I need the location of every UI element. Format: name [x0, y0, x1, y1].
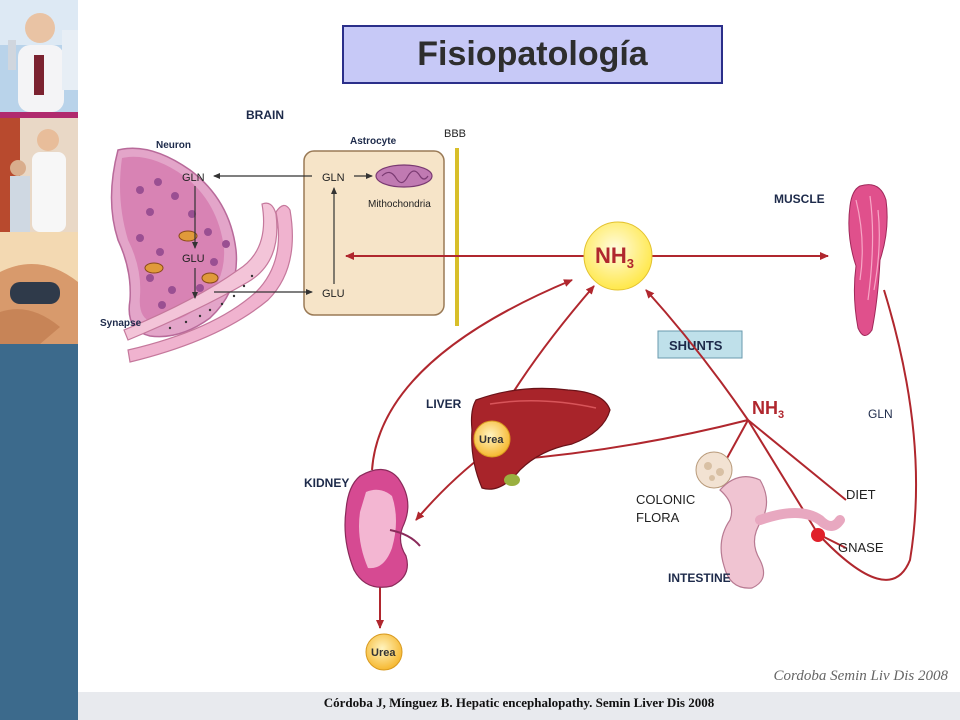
muscle-gln-loop	[817, 289, 918, 581]
nh3-gut-label: NH3	[752, 398, 784, 421]
urea-liver-node	[473, 420, 511, 458]
sidebar-photo-doctors	[0, 118, 78, 232]
mitochondria-icon	[375, 164, 433, 188]
muscle-illustration	[848, 184, 888, 336]
citation: Córdoba J, Mínguez B. Hepatic encephalop…	[323, 695, 715, 710]
nh3-node	[583, 221, 653, 291]
urea-kidney-node	[365, 633, 403, 671]
sidebar-photo-bloodpressure	[0, 232, 78, 344]
diet-label: DIET	[846, 487, 876, 502]
colonic-flora-label-line1: COLONIC	[636, 492, 695, 507]
source-watermark: Cordoba Semin Liv Dis 2008	[773, 668, 948, 684]
sidebar-divider-magenta	[0, 112, 78, 118]
neuron-gln-label: GLN	[182, 172, 205, 184]
brain-label: BRAIN	[246, 108, 284, 122]
nh3-diet-line	[747, 419, 847, 501]
slide-title: Fisiopatología	[417, 35, 648, 73]
kidney-label: KIDNEY	[304, 476, 349, 490]
urea-kidney-label: Urea	[371, 647, 396, 659]
slide-title-box: Fisiopatología	[342, 25, 723, 84]
astrocyte-label: Astrocyte	[350, 136, 397, 147]
gut-nh3-shunt-arrow	[645, 289, 749, 421]
nh3-colonic-line	[725, 419, 749, 461]
gln-right-label: GLN	[868, 407, 893, 421]
shunts-label: SHUNTS	[669, 338, 723, 353]
footer-bar	[78, 692, 960, 720]
liver-illustration	[470, 387, 611, 490]
liver-label: LIVER	[426, 397, 462, 411]
muscle-label: MUSCLE	[774, 192, 825, 206]
intestine-label: INTESTINE	[668, 571, 731, 585]
gnase-label: GNASE	[838, 540, 884, 555]
gnase-dot	[811, 528, 825, 542]
intestine-illustration	[695, 451, 845, 589]
sidebar-photo-lab	[0, 0, 78, 112]
gut-to-liver-line	[509, 419, 749, 461]
synapse-membrane	[123, 202, 293, 363]
astrocyte-box	[303, 150, 445, 316]
astrocyte-gln-label: GLN	[322, 172, 345, 184]
kidney-illustration	[344, 468, 421, 588]
nh3-main-label: NH3	[595, 243, 634, 271]
colonic-flora-label-line2: FLORA	[636, 510, 680, 525]
mitochondria-label: Mithochondria	[368, 199, 431, 210]
kidney-to-nh3-arrow	[371, 279, 573, 471]
neuron-label: Neuron	[156, 140, 191, 151]
neuron-illustration	[110, 147, 238, 338]
neuron-glu-label: GLU	[182, 253, 205, 265]
synapse-label: Synapse	[100, 318, 142, 329]
bbb-label: BBB	[444, 128, 466, 140]
astrocyte-glu-label: GLU	[322, 288, 345, 300]
urea-liver-label: Urea	[479, 434, 504, 446]
